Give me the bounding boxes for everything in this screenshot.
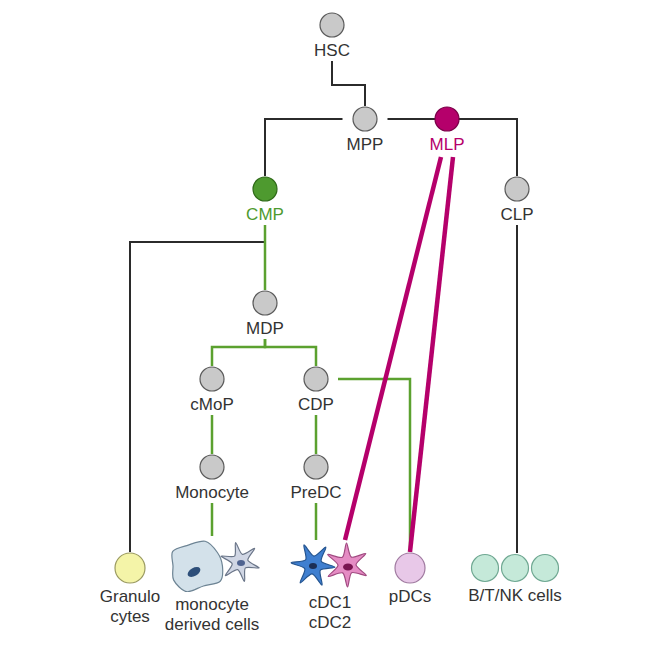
nucleus: [237, 560, 245, 566]
cell-shape: [252, 290, 278, 316]
cell-circle: [200, 455, 224, 479]
cell-figure: [199, 366, 225, 392]
cell-label: monocyte derived cells: [153, 595, 271, 635]
cell-shape: [114, 552, 146, 584]
monocyte-dc-cell: [221, 542, 259, 581]
lineage-line: [265, 119, 343, 176]
cell-figure: [394, 552, 426, 584]
cell-figure: [319, 12, 345, 38]
cell-shape: [504, 176, 530, 202]
cell-shape: [394, 552, 426, 584]
lineage-line: [315, 503, 318, 540]
cell-circle: [200, 367, 224, 391]
cell-label: CLP: [500, 205, 533, 225]
cell-node: MDP: [242, 290, 288, 339]
cell-circle: [395, 553, 425, 583]
cell-circle: [435, 107, 459, 131]
cell-node: PreDC: [286, 454, 346, 503]
cell-shape: [319, 12, 345, 38]
cell-shape: [199, 454, 225, 480]
cell-figure: [156, 536, 268, 592]
cell-label: pDCs: [389, 587, 432, 607]
nucleus: [186, 565, 202, 579]
cell-node: Monocyte: [171, 454, 253, 503]
lineage-line: [264, 225, 267, 290]
cell-figure: [252, 176, 278, 202]
cell-node: pDCs: [385, 552, 436, 607]
cell-shape: [352, 106, 378, 132]
lymphocyte-circle: [532, 555, 559, 582]
cell-node: B/T/NK cells: [464, 553, 566, 606]
cell-shape: [303, 454, 329, 480]
cell-label: MPP: [347, 135, 384, 155]
cdc1-cell: [291, 545, 335, 585]
cell-figure: [504, 176, 530, 202]
macrophage-cell: [172, 541, 223, 592]
cell-figure: [199, 454, 225, 480]
cell-label: CMP: [246, 205, 284, 225]
cell-circle: [253, 177, 277, 201]
cell-shape: [469, 553, 561, 583]
lineage-line: [130, 225, 265, 552]
cell-figure: [352, 106, 378, 132]
cell-figure: [303, 366, 329, 392]
cell-label: B/T/NK cells: [468, 586, 562, 606]
nucleus: [343, 564, 353, 571]
cell-circle: [320, 13, 344, 37]
cell-circle: [304, 455, 328, 479]
lineage-line: [345, 157, 441, 540]
cell-figure: [303, 454, 329, 480]
cell-label: Monocyte: [175, 483, 249, 503]
lineage-line: [516, 225, 518, 553]
lineage-line: [265, 339, 316, 366]
cell-figure: [469, 553, 561, 583]
cell-figure: [285, 540, 375, 590]
lymphocyte-circle: [502, 555, 529, 582]
cell-node: CMP: [242, 176, 288, 225]
cell-label: Granulo cytes: [94, 587, 166, 627]
lineage-line: [315, 415, 318, 454]
cell-label: PreDC: [290, 483, 341, 503]
cell-label: cDC1 cDC2: [305, 593, 355, 633]
cell-label: MDP: [246, 319, 284, 339]
cell-circle: [353, 107, 377, 131]
nucleus: [309, 563, 317, 569]
cell-node: Granulo cytes: [90, 552, 170, 627]
cell-node: HSC: [310, 12, 354, 61]
cell-node: CDP: [294, 366, 338, 415]
lymphocyte-circle: [472, 555, 499, 582]
cell-shape: [434, 106, 460, 132]
cell-shape: [252, 176, 278, 202]
cell-node: CLP: [496, 176, 538, 225]
lineage-line: [332, 61, 365, 106]
cell-label: HSC: [314, 41, 350, 61]
lineage-line: [211, 503, 214, 536]
cell-label: CDP: [298, 395, 334, 415]
cell-shape: [156, 536, 268, 592]
cell-node: cMoP: [186, 366, 238, 415]
cell-shape: [303, 366, 329, 392]
cell-figure: [434, 106, 460, 132]
lineage-line: [410, 157, 453, 552]
cell-label: MLP: [430, 135, 465, 155]
cell-circle: [505, 177, 529, 201]
cell-node: monocyte derived cells: [149, 536, 275, 635]
cell-circle: [253, 291, 277, 315]
lineage-line: [211, 415, 214, 454]
cell-circle: [304, 367, 328, 391]
cell-circle: [115, 553, 145, 583]
cell-figure: [114, 552, 146, 584]
cell-node: MLP: [426, 106, 469, 155]
cell-label: cMoP: [190, 395, 233, 415]
cell-figure: [252, 290, 278, 316]
cell-shape: [285, 540, 375, 590]
cdc2-cell: [328, 543, 367, 587]
lineage-line: [212, 339, 265, 366]
cell-node: cDC1 cDC2: [281, 540, 379, 633]
cell-shape: [199, 366, 225, 392]
cell-node: MPP: [343, 106, 388, 155]
